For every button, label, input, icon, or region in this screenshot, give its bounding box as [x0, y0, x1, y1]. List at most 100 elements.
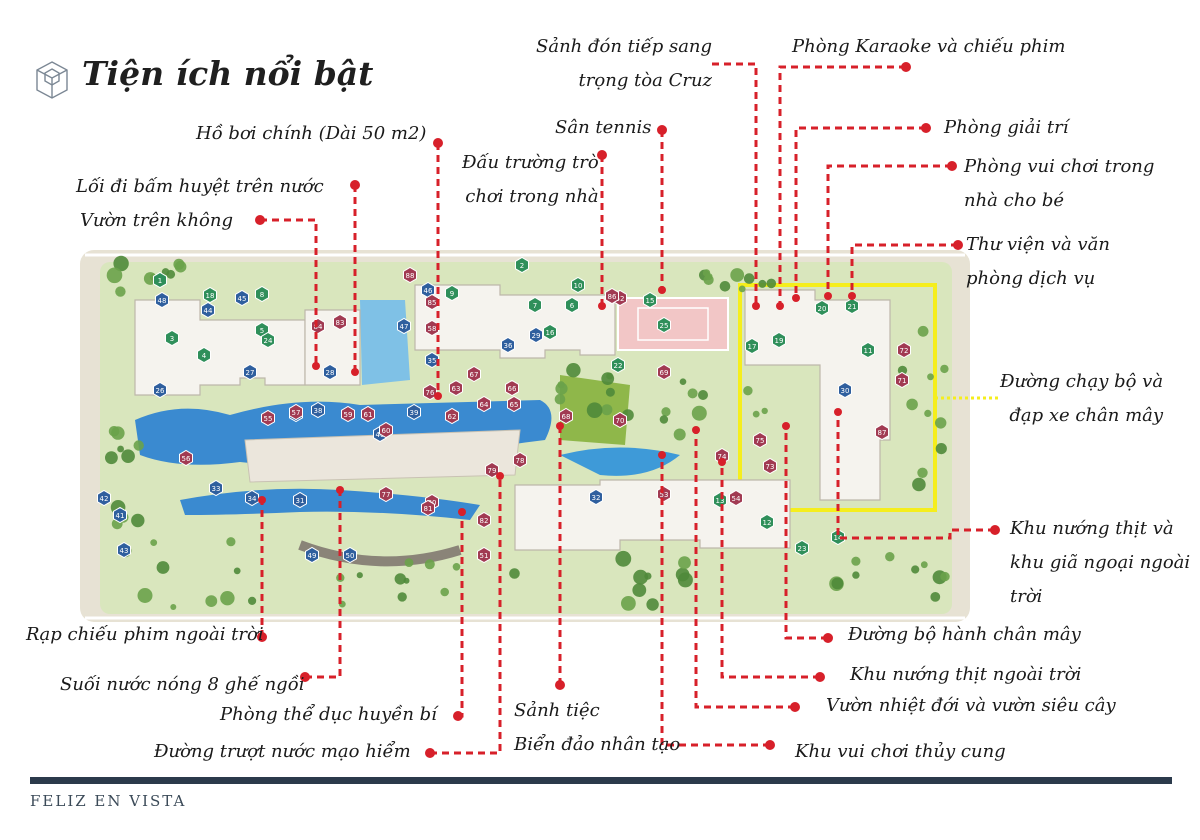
tree — [766, 278, 777, 289]
callout-line: trời — [1010, 586, 1043, 607]
marker-label: 48 — [158, 297, 167, 305]
marker-label: 60 — [382, 427, 391, 435]
amenity-marker: 14 — [831, 528, 845, 546]
marker-label: 86 — [608, 293, 617, 301]
connector-khu-thuy-cung — [660, 455, 770, 747]
lagoon — [560, 447, 680, 476]
hexagon-cube-logo-icon — [36, 61, 68, 99]
marker-label: 76 — [426, 389, 435, 397]
marker-label: 54 — [732, 495, 741, 503]
tree — [174, 260, 187, 273]
amenity-marker: 21 — [845, 297, 859, 315]
amenity-marker: 7 — [528, 296, 542, 314]
tree — [452, 563, 461, 571]
amenity-marker: 81 — [421, 499, 435, 517]
marker-label: 58 — [428, 325, 437, 333]
callout-line: Phòng thể dục huyền bí — [220, 704, 437, 725]
marker-label: 85 — [428, 299, 437, 307]
marker-label: 8 — [260, 291, 264, 299]
amenity-marker: 4 — [197, 346, 211, 364]
tree — [557, 381, 565, 389]
marker-label: 2 — [520, 262, 524, 270]
marker-label: 33 — [212, 485, 221, 493]
marker-label: 22 — [614, 362, 623, 370]
marker-label: 73 — [766, 463, 775, 471]
marker-label: 4 — [202, 352, 207, 360]
amenity-marker: 50 — [343, 546, 357, 564]
amenity-marker: 26 — [153, 381, 167, 399]
marker-label: 71 — [898, 377, 907, 385]
marker-label: 70 — [616, 417, 625, 425]
amenity-marker: 17 — [745, 337, 759, 355]
marker-label: 18 — [206, 292, 215, 300]
connector-vuon-nhiet-doi — [694, 430, 795, 709]
marker-label: 40 — [376, 431, 385, 439]
marker-label: 46 — [424, 287, 433, 295]
tennis-court — [617, 297, 729, 351]
marker-label: 67 — [470, 371, 479, 379]
amenity-marker: 87 — [875, 423, 889, 441]
marker-label: 55 — [264, 415, 273, 423]
tree — [205, 595, 218, 607]
tree — [156, 561, 170, 574]
amenity-marker: 16 — [543, 323, 557, 341]
callout-line: Sân tennis — [555, 117, 652, 138]
marker-label: 17 — [748, 343, 757, 351]
tree — [554, 393, 566, 405]
amenity-marker: 11 — [861, 341, 875, 359]
marker-label: 13 — [716, 497, 725, 505]
amenity-marker: 2 — [515, 256, 529, 274]
marker-label: 82 — [480, 517, 489, 525]
callout-khu-nuong-thit-ngoai-troi: Khu nướng thịt ngoài trời — [850, 658, 1081, 692]
marker-label: 77 — [382, 491, 391, 499]
connector-phong-karaoke — [778, 65, 906, 306]
marker-label: 1 — [158, 277, 162, 285]
amenity-marker: 29 — [529, 326, 543, 344]
tree — [852, 571, 860, 579]
callout-vuon-tren-khong: Vườn trên không — [80, 204, 233, 238]
tree — [885, 552, 895, 562]
amenity-marker: 28 — [323, 363, 337, 381]
callout-loi-di-bam-huyet: Lối đi bấm huyệt trên nước — [76, 170, 324, 204]
marker-label: 66 — [508, 385, 517, 393]
tree — [912, 477, 926, 492]
callout-phong-giai-tri: Phòng giải trí — [944, 111, 1068, 145]
marker-label: 29 — [532, 332, 541, 340]
tree — [615, 550, 632, 567]
callout-line: Hồ bơi chính (Dài 50 m2) — [196, 123, 427, 144]
amenity-marker: 70 — [613, 411, 627, 429]
marker-label: 56 — [182, 455, 191, 463]
marker-label: 10 — [574, 282, 583, 290]
callout-bien-dao: Biển đảo nhân tạo — [514, 728, 680, 762]
marker-label: 28 — [326, 369, 335, 377]
amenity-marker: 47 — [397, 317, 411, 335]
callout-line: Sảnh đón tiếp sang — [536, 36, 713, 57]
tree — [170, 604, 177, 610]
tree — [566, 363, 581, 378]
callout-line: Khu vui chơi thủy cung — [795, 741, 1006, 762]
tree — [105, 451, 118, 465]
callout-vuon-nhiet-doi: Vườn nhiệt đới và vườn siêu cây — [826, 689, 1116, 723]
connector-duong-bo-hanh — [784, 426, 828, 640]
marker-label: 74 — [718, 453, 727, 461]
tree — [719, 281, 731, 292]
connector-khu-nuong-da-ngoai — [836, 412, 995, 540]
marker-label: 41 — [116, 512, 125, 520]
tree — [917, 467, 928, 478]
connector-suoi-nuoc-nong — [305, 490, 342, 679]
marker-label: 5 — [260, 327, 264, 335]
callout-line: Phòng giải trí — [944, 117, 1069, 138]
marker-label: 19 — [775, 337, 784, 345]
tree — [113, 255, 129, 272]
amenity-marker: 24 — [261, 331, 275, 349]
marker-label: 34 — [248, 495, 257, 503]
marker-label: 35 — [428, 357, 437, 365]
amenity-marker: 41 — [113, 506, 127, 524]
marker-label: 52 — [616, 295, 625, 303]
callout-sanh-tiec: Sảnh tiệc — [514, 694, 600, 728]
callout-line: Đường chạy bộ và — [1000, 371, 1164, 392]
callout-line: Suối nước nóng 8 ghế ngồi — [60, 674, 305, 695]
